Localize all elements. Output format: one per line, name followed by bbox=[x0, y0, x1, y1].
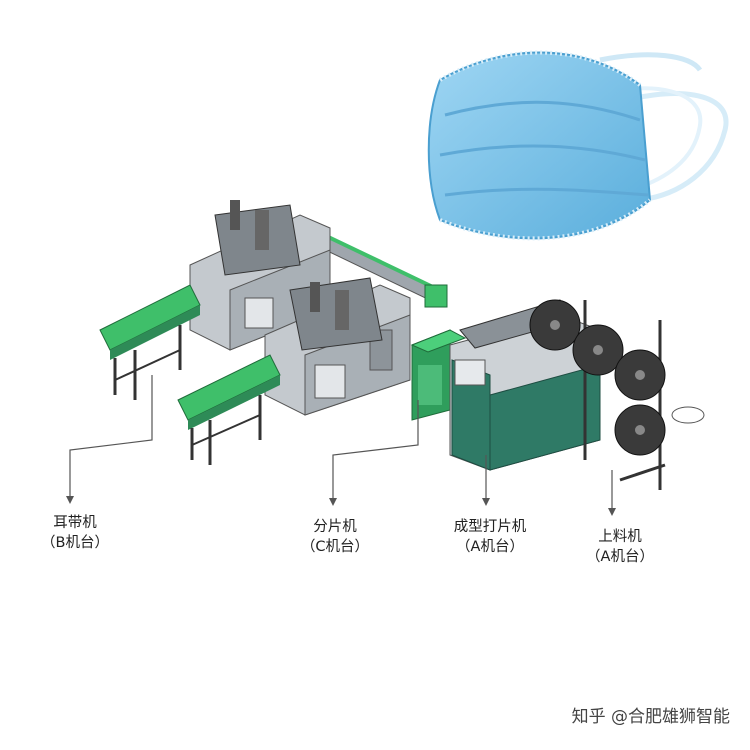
label-forming-name: 成型打片机 bbox=[453, 519, 527, 535]
label-forming-machine: 成型打片机 （A机台） bbox=[425, 517, 555, 557]
label-ear-band-machine: 耳带机 （B机台） bbox=[30, 513, 120, 553]
label-slicer-machine: 分片机 （C机台） bbox=[290, 517, 380, 557]
transfer-conveyor bbox=[314, 229, 448, 308]
slicer-machine bbox=[410, 329, 467, 421]
label-slicer-name: 分片机 bbox=[313, 519, 357, 535]
label-forming-station: （A机台） bbox=[456, 539, 524, 555]
callout-lines bbox=[69, 375, 613, 510]
label-ear-band-name: 耳带机 bbox=[53, 515, 97, 531]
label-ear-band-station: （B机台） bbox=[41, 535, 109, 551]
surgical-mask-illustration bbox=[427, 50, 729, 241]
label-feeding-station: （A机台） bbox=[586, 549, 654, 565]
label-feeding-name: 上料机 bbox=[598, 529, 642, 545]
label-feeding-machine: 上料机 （A机台） bbox=[575, 527, 665, 567]
ear-band-machine-front bbox=[177, 277, 411, 465]
callout-arrowheads bbox=[66, 496, 616, 516]
watermark: 知乎 @合肥雄狮智能 bbox=[571, 707, 730, 727]
feeding-machine bbox=[529, 299, 705, 490]
label-slicer-station: （C机台） bbox=[300, 539, 370, 555]
ear-band-machine-rear bbox=[99, 200, 331, 400]
